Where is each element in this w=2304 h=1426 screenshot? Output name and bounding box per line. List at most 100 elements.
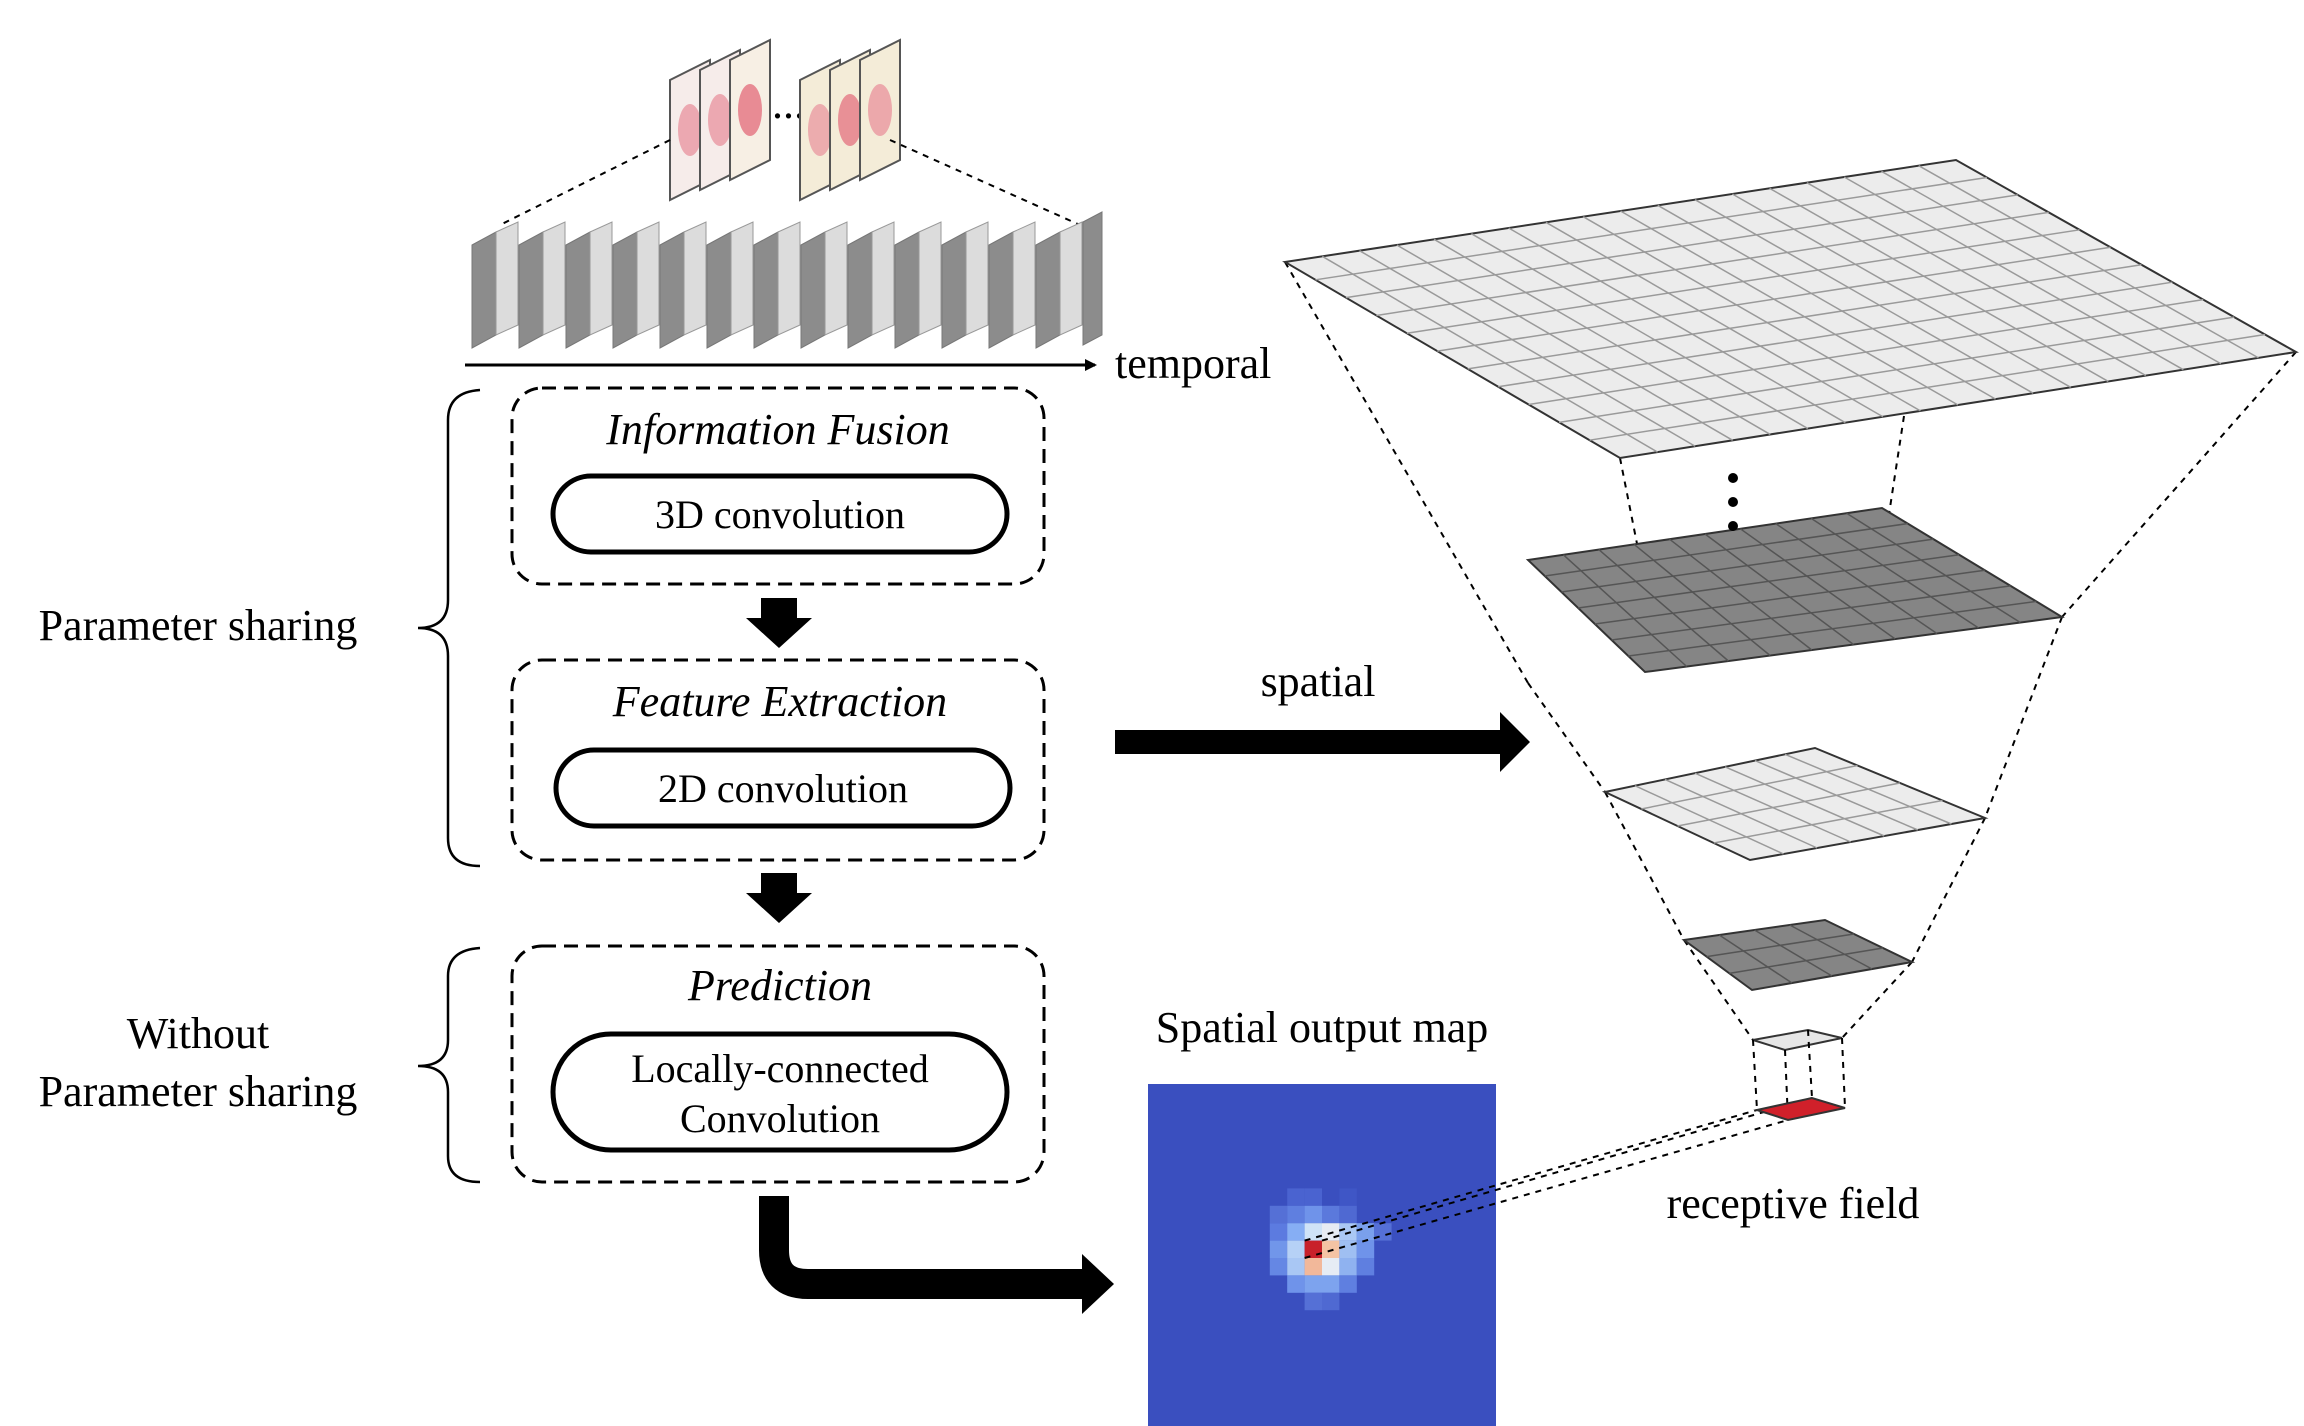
pyramid-connector [1984,616,2063,819]
pyramid-connector [1527,682,1606,793]
without-parameter-sharing-label: Parameter sharing [39,1067,358,1116]
heatmap-cell [1322,1275,1340,1293]
input-image-stack-right [799,38,901,202]
frame-light [965,221,989,336]
frame-light [871,221,895,336]
prediction-output-arrow [759,1196,1086,1299]
stack-connector-right [889,139,1081,226]
pyramid-connector [1841,961,1913,1039]
down-arrow-2 [746,873,812,923]
frame-light [918,221,942,336]
down-arrow-1 [746,598,812,648]
heatmap-cell [1304,1223,1322,1241]
input-image-stack-left [669,38,771,202]
frame-light [495,221,519,336]
without-parameter-sharing-bracket [417,946,481,1184]
locally-connected-label-line2: Convolution [680,1096,880,1141]
pyramid-connector [1284,261,1529,684]
heatmap-cell [1322,1292,1340,1311]
frame-dark [1035,231,1061,349]
heatmap-cell [1339,1275,1357,1293]
temporal-label: temporal [1115,339,1271,388]
heatmap-cell [1269,1205,1288,1224]
heatmap-cell [1339,1258,1357,1276]
heatmap-cell [1304,1292,1322,1311]
spatial-output-heatmap [1148,1084,1813,1426]
temporal-frame-sequence [471,211,1103,349]
heatmap-cell [1304,1258,1322,1276]
spatial-feature-pyramid [1282,158,2299,1122]
heatmap-cell [1287,1205,1305,1224]
frame-dark [565,231,591,349]
prediction-output-arrowhead [1082,1254,1114,1314]
frame-dark [847,231,873,349]
heatmap-cell [1304,1275,1322,1293]
heatmap-cell [1269,1240,1288,1258]
feature-plane-3 [1601,746,1989,862]
heatmap-cell [1339,1205,1357,1224]
feature-plane-2 [1525,506,2065,674]
spatial-label: spatial [1261,657,1376,706]
parameter-sharing-label: Parameter sharing [39,601,358,650]
heatmap-cell [1287,1258,1305,1276]
frame-light [683,221,707,336]
frame-dark [471,231,497,349]
heatmap-cell [1304,1188,1322,1206]
feature-plane-4 [1681,918,1916,992]
pyramid-connector [1911,817,1986,963]
heatmap-cell [1269,1223,1288,1241]
heatmap-cell [1322,1258,1340,1276]
pyramid-ellipsis-dots [1728,473,1738,531]
receptive-field-cell [1753,1096,1846,1122]
receptive-connector [1321,1097,1813,1242]
frame-light [730,221,754,336]
heatmap-cell [1356,1258,1375,1276]
stage-information-fusion: Information Fusion 3D convolution [510,386,1046,586]
heatmap-cell [1304,1240,1322,1258]
heatmap-cell [1287,1223,1305,1241]
frame-dark [1082,211,1103,346]
spatial-arrow [1115,712,1530,772]
frame-dark [800,231,826,349]
frame-light [1059,221,1083,336]
conv3d-pill [550,473,1010,555]
information-fusion-title: Information Fusion [605,405,949,454]
feature-plane-top [1282,158,2299,460]
heatmap-cell [1287,1275,1305,1293]
heatmap-cell [1322,1223,1340,1241]
conv2d-pill [553,747,1013,829]
frame-light [636,221,660,336]
frame-dark [894,231,920,349]
frame-light [589,221,613,336]
frame-dark [941,231,967,349]
stage-prediction: Prediction Locally-connected Convolution [510,944,1046,1184]
conv2d-label: 2D convolution [658,766,908,811]
pyramid-connector [2061,351,2297,618]
frame-dark [612,231,638,349]
stage-feature-extraction: Feature Extraction 2D convolution [510,658,1046,862]
conv3d-label: 3D convolution [655,492,905,537]
spatial-output-map-title: Spatial output map [1156,1003,1488,1052]
frame-dark [988,231,1014,349]
frame-dark [706,231,732,349]
frame-light [542,221,566,336]
pyramid-connector [1604,791,1685,941]
receptive-cube [1752,1028,1846,1121]
feature-extraction-title: Feature Extraction [612,677,947,726]
heatmap-cell [1356,1240,1375,1258]
heatmap-cell [1287,1188,1305,1206]
heatmap-cell [1322,1205,1340,1224]
heatmap-cell [1287,1240,1305,1258]
frame-light [824,221,848,336]
frame-light [777,221,801,336]
prediction-title: Prediction [687,961,872,1010]
heatmap-cell [1269,1258,1288,1276]
locally-connected-pill [550,1031,1010,1153]
frame-light [1012,221,1036,336]
pyramid-connector [1683,939,1754,1041]
locally-connected-label-line1: Locally-connected [631,1046,929,1091]
without-label: Without [127,1009,269,1058]
frame-dark [753,231,779,349]
stack-connector-left [499,139,671,226]
